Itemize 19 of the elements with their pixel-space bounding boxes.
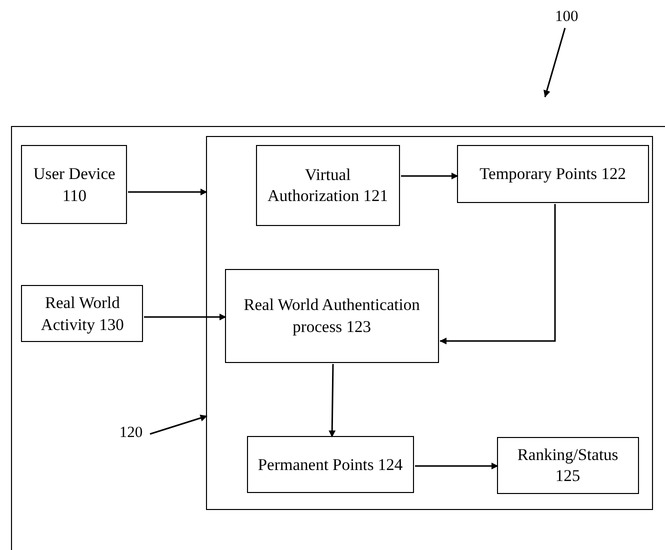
arrow — [144, 314, 226, 320]
system-frame — [11, 126, 665, 550]
process-box: Permanent Points 124 — [246, 436, 414, 493]
reference-numeral: 120 — [119, 424, 150, 442]
system-frame — [206, 136, 654, 510]
arrow — [328, 364, 336, 438]
process-box: Real World Activity 130 — [21, 285, 144, 342]
leader-arrow — [150, 414, 208, 435]
arrow — [128, 188, 208, 196]
process-box: Real World Authentication process 123 — [224, 268, 439, 363]
leader-arrow — [544, 28, 566, 98]
arrow — [440, 204, 556, 344]
process-box: Ranking/Status 125 — [496, 436, 639, 494]
process-box: Virtual Authorization 121 — [256, 144, 400, 226]
arrow — [415, 462, 498, 470]
process-box: Temporary Points 122 — [456, 144, 649, 203]
arrow — [401, 172, 458, 180]
process-box: User Device 110 — [21, 145, 128, 224]
reference-numeral: 100 — [555, 8, 589, 28]
